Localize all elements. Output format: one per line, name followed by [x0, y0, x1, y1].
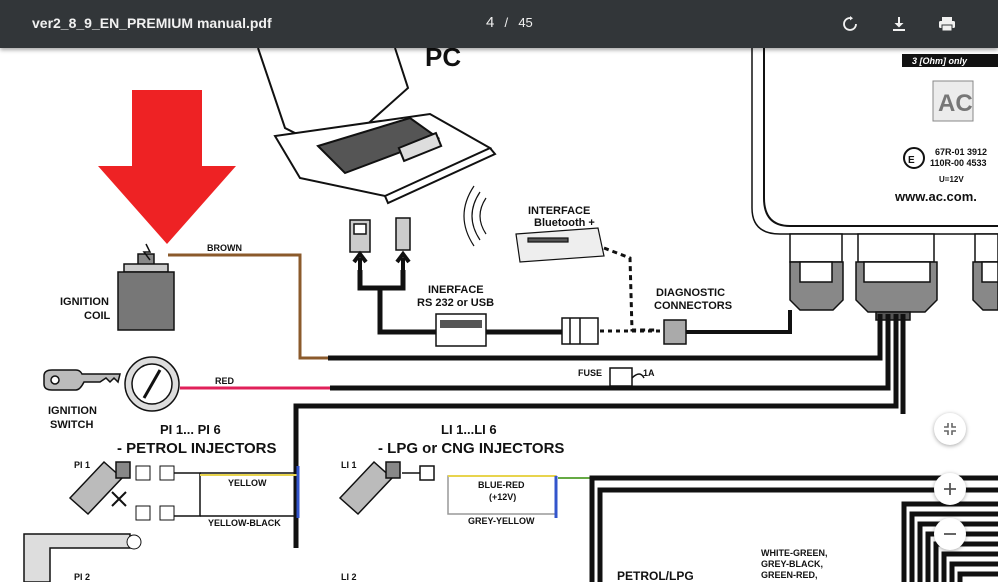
ecu-cert-2: 110R-00 4533: [930, 158, 987, 168]
current-page[interactable]: 4: [486, 14, 495, 31]
ground-symbol-icon: [126, 534, 142, 550]
ignition-coil-label-2: COIL: [84, 310, 111, 322]
zoom-out-button[interactable]: [934, 518, 966, 550]
pi1-connector-3: [159, 505, 175, 521]
pi1-connector-lower: [135, 505, 151, 521]
ecu-box: 3 [Ohm] only AC E 67R-01 3912 110R-00 45…: [751, 48, 998, 235]
minus-icon: [944, 533, 956, 535]
fuse-value: 1A: [643, 368, 655, 378]
page-separator: /: [504, 15, 509, 30]
fuse-icon: [609, 367, 645, 387]
brown-wire: [168, 253, 330, 360]
blue-red-label-1: BLUE-RED: [478, 480, 525, 490]
rs232-interface-logo: [440, 320, 482, 328]
ignition-switch-icon: [43, 356, 180, 412]
red-wire-label: RED: [215, 376, 235, 386]
lpg-injectors-title-2: - LPG or CNG INJECTORS: [378, 440, 564, 457]
blue-red-label-2: (+12V): [489, 492, 516, 502]
wire-harness: [589, 475, 998, 582]
diagnostic-connectors-icon: [561, 310, 792, 345]
diagnostic-label-1: DIAGNOSTIC: [656, 287, 725, 299]
petrol-lpg-label: PETROL/LPG: [617, 569, 694, 582]
rs232-label-1: INERFACE: [428, 284, 484, 296]
ecu-connectors: [789, 233, 998, 321]
ecu-ohm-label: 3 [Ohm] only: [912, 56, 968, 66]
red-arrow-icon: [98, 90, 236, 244]
diagnostic-label-2: CONNECTORS: [654, 300, 732, 312]
wire-list-1: WHITE-GREEN,: [761, 548, 828, 558]
bluetooth-label-2: Bluetooth +: [534, 217, 595, 229]
rotate-button[interactable]: [836, 10, 864, 38]
grey-yellow-label: GREY-YELLOW: [468, 516, 535, 526]
wire-list-2: GREY-BLACK,: [761, 559, 823, 569]
black-cables: [293, 288, 906, 548]
ecu-cert-1: 67R-01 3912: [935, 147, 987, 157]
laptop-icon: [257, 47, 497, 205]
li2-label: LI 2: [341, 572, 357, 582]
yellow-wire-label: YELLOW: [228, 478, 267, 488]
pi1-connector: [135, 465, 151, 481]
bluetooth-interface-icon: [463, 185, 605, 263]
rs232-usb-plugs: [349, 217, 411, 291]
wiring-diagram: PC 3 [Ohm] only AC E 67R-01 3912 110R-00…: [23, 42, 998, 583]
lpg-injector-1-icon: [338, 460, 435, 516]
yellow-black-wire-label: YELLOW-BLACK: [208, 518, 281, 528]
ecu-url: www.ac.com.: [894, 189, 977, 204]
document-title: ver2_8_9_EN_PREMIUM manual.pdf: [32, 15, 272, 31]
e-mark-icon: E: [908, 155, 915, 166]
print-button[interactable]: [933, 10, 961, 38]
cut-scissors-icon: [111, 491, 127, 507]
bluetooth-dashed-link: [603, 246, 658, 332]
petrol-injectors-title-1: PI 1... PI 6: [160, 422, 221, 437]
rotate-icon: [843, 16, 857, 31]
total-pages: 45: [518, 15, 533, 30]
fuse-label: FUSE: [578, 368, 602, 378]
download-icon: [893, 17, 905, 31]
rs232-label-2: RS 232 or USB: [417, 297, 494, 309]
pi1-label: PI 1: [74, 460, 90, 470]
fit-to-page-button[interactable]: [934, 413, 966, 445]
petrol-injectors-title-2: - PETROL INJECTORS: [117, 440, 276, 457]
lpg-injectors-title-1: LI 1...LI 6: [441, 422, 497, 437]
zoom-in-button[interactable]: [934, 473, 966, 505]
pdf-page: PC 3 [Ohm] only AC E 67R-01 3912 110R-00…: [0, 42, 998, 583]
pc-label: PC: [425, 48, 461, 72]
ignition-switch-label-1: IGNITION: [48, 405, 97, 417]
pi1-connector-2: [159, 465, 175, 481]
plus-icon: [944, 483, 956, 495]
ecu-voltage: U=12V: [939, 175, 964, 184]
fit-icon: [944, 423, 956, 435]
bluetooth-label-1: INTERFACE: [528, 205, 590, 217]
petrol-injector-1-icon: [68, 460, 131, 516]
ignition-switch-label-2: SWITCH: [50, 419, 93, 431]
pi2-label: PI 2: [74, 572, 90, 582]
ignition-coil-label-1: IGNITION: [60, 296, 109, 308]
ac-logo-icon: AC: [938, 90, 973, 117]
print-icon: [939, 17, 955, 32]
ignition-coil-icon: [117, 243, 175, 331]
download-button[interactable]: [885, 10, 913, 38]
li1-label: LI 1: [341, 460, 357, 470]
pdf-toolbar: ver2_8_9_EN_PREMIUM manual.pdf 4 / 45: [0, 0, 998, 48]
wire-list-3: GREEN-RED,: [761, 570, 818, 580]
brown-wire-label: BROWN: [207, 243, 242, 253]
rs232-interface-icon: [435, 313, 487, 347]
page-indicator: 4 / 45: [486, 14, 533, 31]
